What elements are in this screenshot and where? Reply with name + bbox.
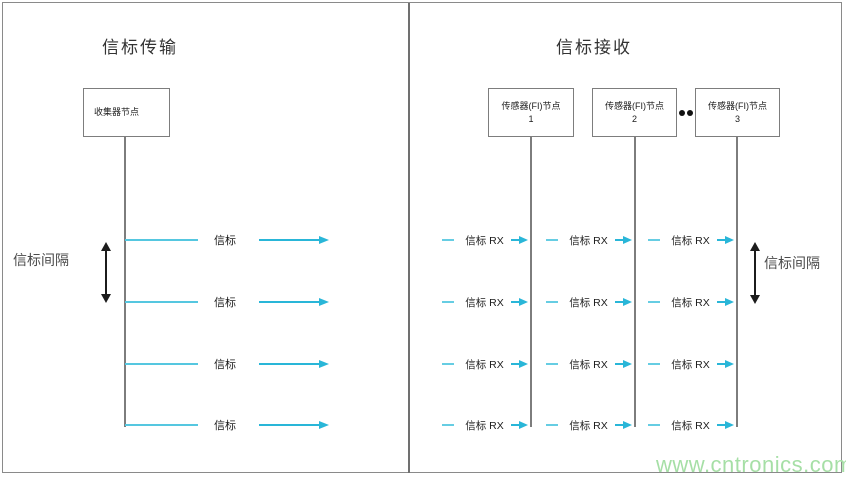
rx-arrow-icon bbox=[511, 421, 528, 429]
left-interval-label: 信标间隔 bbox=[13, 252, 69, 268]
beacon-rx-label: 信标 RX bbox=[569, 234, 608, 247]
interval-double-arrow-icon bbox=[750, 242, 760, 304]
rx-arrow-icon bbox=[717, 236, 734, 244]
beacon-rx-cell: 信标 RX bbox=[442, 233, 530, 247]
rx-dash-line bbox=[546, 424, 558, 426]
interval-double-arrow-icon bbox=[101, 242, 111, 303]
rx-arrow-icon bbox=[615, 360, 632, 368]
beacon-rx-cell: 信标 RX bbox=[648, 357, 736, 371]
rx-arrow-icon bbox=[511, 236, 528, 244]
left-panel-title: 信标传输 bbox=[102, 38, 178, 57]
beacon-rx-label: 信标 RX bbox=[671, 234, 710, 247]
beacon-arrow-icon bbox=[259, 298, 329, 306]
beacon-rx-label: 信标 RX bbox=[569, 296, 608, 309]
right-interval-label: 信标间隔 bbox=[764, 255, 820, 271]
rx-dash-line bbox=[442, 239, 454, 241]
beacon-rx-label: 信标 RX bbox=[569, 419, 608, 432]
beacon-row: 信标 bbox=[125, 418, 329, 432]
rx-dash-line bbox=[546, 363, 558, 365]
sensor-node-label: 传感器(FI)节点 bbox=[605, 101, 664, 112]
ellipsis-dots-icon bbox=[679, 110, 693, 116]
collector-node-label: 收集器节点 bbox=[94, 107, 140, 118]
beacon-arrow-icon bbox=[259, 360, 329, 368]
beacon-rx-cell: 信标 RX bbox=[442, 357, 530, 371]
beacon-rx-label: 信标 RX bbox=[465, 358, 504, 371]
sensor-node-number: 3 bbox=[734, 113, 740, 124]
sensor-node-box-3: 传感器(FI)节点 3 bbox=[695, 88, 780, 137]
rx-dash-line bbox=[546, 301, 558, 303]
beacon-rx-cell: 信标 RX bbox=[546, 357, 634, 371]
rx-dash-line bbox=[546, 239, 558, 241]
beacon-row: 信标 bbox=[125, 233, 329, 247]
sensor-node-label: 传感器(FI)节点 bbox=[708, 101, 767, 112]
rx-arrow-icon bbox=[511, 360, 528, 368]
rx-arrow-icon bbox=[717, 360, 734, 368]
sensor-2-timeline bbox=[634, 136, 636, 427]
beacon-rx-cell: 信标 RX bbox=[442, 418, 530, 432]
rx-arrow-icon bbox=[615, 236, 632, 244]
beacon-label: 信标 bbox=[214, 359, 236, 371]
rx-dash-line bbox=[442, 301, 454, 303]
sensor-3-timeline bbox=[736, 136, 738, 427]
beacon-rx-cell: 信标 RX bbox=[648, 295, 736, 309]
rx-dash-line bbox=[648, 301, 660, 303]
rx-arrow-icon bbox=[615, 421, 632, 429]
beacon-rx-cell: 信标 RX bbox=[648, 418, 736, 432]
beacon-rx-label: 信标 RX bbox=[465, 234, 504, 247]
beacon-label: 信标 bbox=[214, 297, 236, 309]
rx-arrow-icon bbox=[511, 298, 528, 306]
beacon-rx-label: 信标 RX bbox=[671, 419, 710, 432]
beacon-label: 信标 bbox=[214, 235, 236, 247]
beacon-rx-label: 信标 RX bbox=[569, 358, 608, 371]
beacon-segment-line bbox=[125, 301, 198, 303]
beacon-rx-label: 信标 RX bbox=[465, 419, 504, 432]
beacon-rx-cell: 信标 RX bbox=[546, 418, 634, 432]
beacon-rx-label: 信标 RX bbox=[671, 296, 710, 309]
sensor-node-number: 2 bbox=[631, 113, 637, 124]
right-panel-title: 信标接收 bbox=[556, 38, 632, 57]
rx-dash-line bbox=[442, 363, 454, 365]
rx-dash-line bbox=[648, 363, 660, 365]
beacon-arrow-icon bbox=[259, 421, 329, 429]
sensor-node-box-1: 传感器(FI)节点 1 bbox=[488, 88, 574, 137]
collector-node-box: 收集器节点 bbox=[83, 88, 170, 137]
sensor-node-number: 1 bbox=[528, 113, 534, 124]
beacon-segment-line bbox=[125, 363, 198, 365]
beacon-arrow-icon bbox=[259, 236, 329, 244]
sensor-node-box-2: 传感器(FI)节点 2 bbox=[592, 88, 677, 137]
rx-arrow-icon bbox=[615, 298, 632, 306]
collector-timeline bbox=[124, 136, 126, 427]
beacon-row: 信标 bbox=[125, 357, 329, 371]
beacon-rx-cell: 信标 RX bbox=[546, 233, 634, 247]
sensor-1-timeline bbox=[530, 136, 532, 427]
rx-dash-line bbox=[648, 424, 660, 426]
beacon-row: 信标 bbox=[125, 295, 329, 309]
diagram-frame bbox=[2, 2, 842, 473]
rx-arrow-icon bbox=[717, 298, 734, 306]
rx-dash-line bbox=[648, 239, 660, 241]
rx-dash-line bbox=[442, 424, 454, 426]
beacon-rx-label: 信标 RX bbox=[465, 296, 504, 309]
beacon-label: 信标 bbox=[214, 420, 236, 432]
beacon-rx-cell: 信标 RX bbox=[648, 233, 736, 247]
rx-arrow-icon bbox=[717, 421, 734, 429]
sensor-node-label: 传感器(FI)节点 bbox=[501, 101, 561, 112]
beacon-rx-cell: 信标 RX bbox=[546, 295, 634, 309]
panel-divider-line bbox=[408, 3, 410, 473]
beacon-segment-line bbox=[125, 239, 198, 241]
beacon-segment-line bbox=[125, 424, 198, 426]
beacon-rx-cell: 信标 RX bbox=[442, 295, 530, 309]
watermark-text: www.cntronics.com bbox=[656, 452, 846, 477]
beacon-rx-label: 信标 RX bbox=[671, 358, 710, 371]
